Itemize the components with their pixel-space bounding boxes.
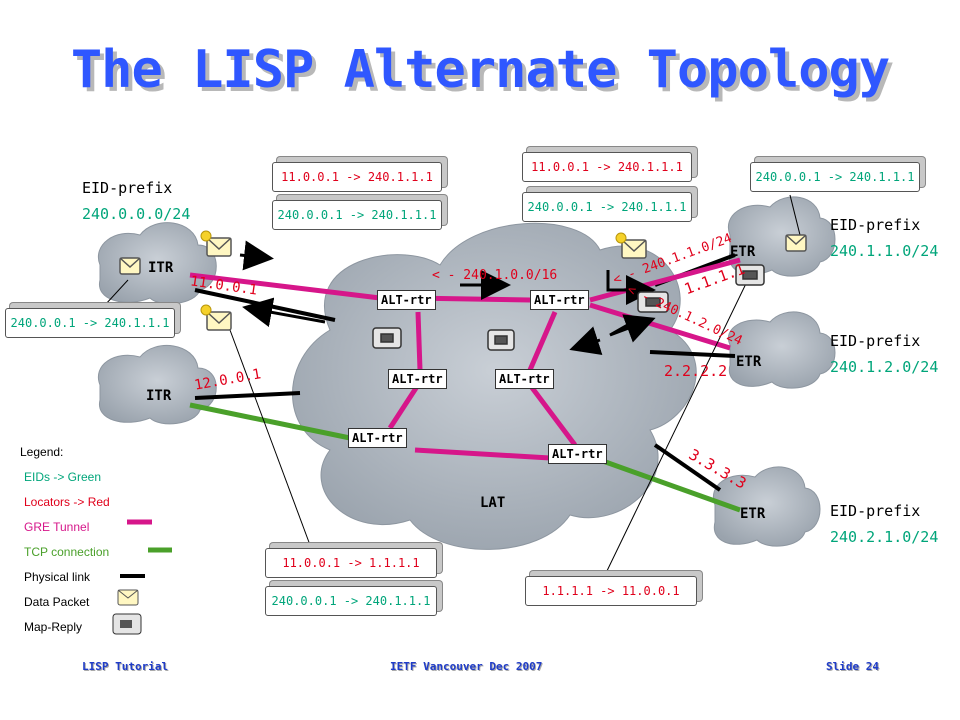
legend-physical: Physical link bbox=[24, 570, 91, 584]
packet-box-reply: 1.1.1.1 -> 11.0.0.1 bbox=[525, 576, 697, 606]
legend-map-reply: Map-Reply bbox=[24, 620, 83, 634]
legend-eids: EIDs -> Green bbox=[24, 470, 102, 484]
etr-label-1: ETR bbox=[730, 244, 756, 260]
legend: Legend: EIDs -> Green Locators -> Red GR… bbox=[20, 440, 110, 640]
footer-right: Slide 24 bbox=[826, 660, 879, 673]
packet-box-encap-bottom: 240.0.0.1 -> 240.1.1.1 bbox=[265, 586, 437, 616]
legend-locators: Locators -> Red bbox=[24, 495, 110, 509]
itr2-cloud bbox=[97, 344, 217, 425]
alt-router-top-right: ALT-rtr bbox=[530, 290, 589, 310]
alt-router-bottom-right: ALT-rtr bbox=[548, 444, 607, 464]
packet-box-encap-top: 11.0.0.1 -> 1.1.1.1 bbox=[265, 548, 437, 578]
alt-router-top-left: ALT-rtr bbox=[377, 290, 436, 310]
route-alt-left: < - 240.1.0.0/16 bbox=[432, 268, 558, 283]
alt-router-bottom-left: ALT-rtr bbox=[348, 428, 407, 448]
locator-etr2: 2.2.2.2 bbox=[664, 362, 728, 380]
etr2-cloud bbox=[727, 311, 836, 389]
legend-data-packet: Data Packet bbox=[24, 595, 90, 609]
packet-box-itr-left: 240.0.0.1 -> 240.1.1.1 bbox=[5, 308, 175, 338]
lat-label: LAT bbox=[480, 495, 506, 511]
etr-label-3: ETR bbox=[740, 506, 766, 522]
itr-label-1: ITR bbox=[148, 260, 174, 276]
eid-prefix-etr3: EID-prefix 240.2.1.0/24 bbox=[830, 502, 939, 546]
packet-box-etr-right: 240.0.0.1 -> 240.1.1.1 bbox=[750, 162, 920, 192]
packet-box-itr-bottom: 240.0.0.1 -> 240.1.1.1 bbox=[272, 200, 442, 230]
packet-box-mid-top: 11.0.0.1 -> 240.1.1.1 bbox=[522, 152, 692, 182]
alt-router-mid-right: ALT-rtr bbox=[495, 369, 554, 389]
itr1-cloud bbox=[97, 222, 217, 305]
eid-prefix-etr2: EID-prefix 240.1.2.0/24 bbox=[830, 332, 939, 376]
packet-box-itr-top: 11.0.0.1 -> 240.1.1.1 bbox=[272, 162, 442, 192]
etr-label-2: ETR bbox=[736, 354, 762, 370]
slide-title: The LISP Alternate Topology bbox=[70, 40, 890, 100]
map-reply-icon bbox=[372, 264, 765, 351]
legend-tcp: TCP connection bbox=[24, 545, 110, 559]
alt-router-mid-left: ALT-rtr bbox=[388, 369, 447, 389]
legend-title: Legend: bbox=[20, 445, 64, 459]
legend-gre: GRE Tunnel bbox=[24, 520, 90, 534]
eid-prefix-etr1: EID-prefix 240.1.1.0/24 bbox=[830, 216, 939, 260]
packet-box-mid-bottom: 240.0.0.1 -> 240.1.1.1 bbox=[522, 192, 692, 222]
data-packet-icon bbox=[119, 234, 807, 331]
etr1-cloud bbox=[727, 196, 836, 277]
etr3-cloud bbox=[712, 466, 821, 547]
footer-center: IETF Vancouver Dec 2007 bbox=[390, 660, 543, 673]
itr-label-2: ITR bbox=[146, 388, 172, 404]
footer-left: LISP Tutorial bbox=[82, 660, 169, 673]
eid-prefix-left: EID-prefix 240.0.0.0/24 bbox=[82, 179, 191, 223]
